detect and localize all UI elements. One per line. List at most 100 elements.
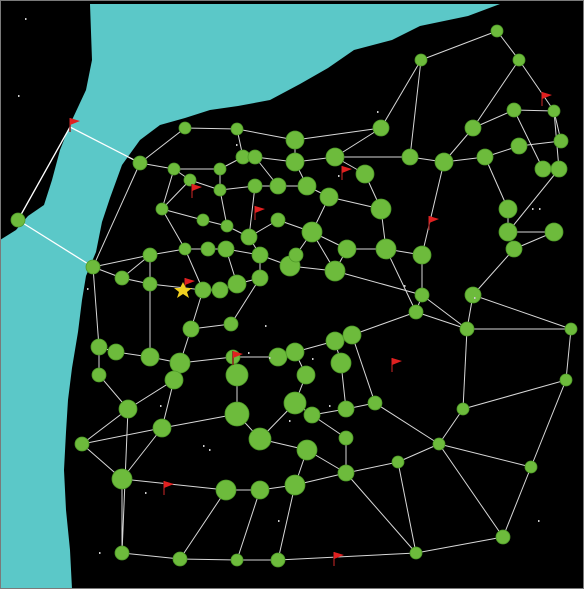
circle-node-icon[interactable] <box>547 104 561 118</box>
circle-node-icon[interactable] <box>227 274 247 294</box>
circle-node-icon[interactable] <box>391 455 405 469</box>
circle-node-icon[interactable] <box>505 240 523 258</box>
circle-node-icon[interactable] <box>247 178 263 194</box>
circle-node-icon[interactable] <box>476 148 494 166</box>
flag-icon[interactable] <box>391 358 402 372</box>
circle-node-icon[interactable] <box>182 320 200 338</box>
circle-node-icon[interactable] <box>498 222 518 242</box>
circle-node-icon[interactable] <box>91 367 107 383</box>
circle-node-icon[interactable] <box>564 322 578 336</box>
circle-node-icon[interactable] <box>164 370 184 390</box>
circle-node-icon[interactable] <box>118 399 138 419</box>
circle-node-icon[interactable] <box>251 269 269 287</box>
circle-node-icon[interactable] <box>111 468 133 490</box>
circle-node-icon[interactable] <box>248 427 272 451</box>
circle-node-icon[interactable] <box>183 173 197 187</box>
circle-node-icon[interactable] <box>375 238 397 260</box>
node-layer[interactable] <box>10 24 578 568</box>
circle-node-icon[interactable] <box>414 53 428 67</box>
circle-node-icon[interactable] <box>498 199 518 219</box>
circle-node-icon[interactable] <box>337 239 357 259</box>
flag-icon[interactable] <box>191 184 202 198</box>
circle-node-icon[interactable] <box>285 130 305 150</box>
circle-node-icon[interactable] <box>342 325 362 345</box>
circle-node-icon[interactable] <box>213 162 227 176</box>
circle-node-icon[interactable] <box>464 119 482 137</box>
circle-node-icon[interactable] <box>142 247 158 263</box>
flag-layer[interactable] <box>69 92 552 566</box>
flag-icon[interactable] <box>341 166 352 180</box>
circle-node-icon[interactable] <box>512 53 526 67</box>
circle-node-icon[interactable] <box>544 222 564 242</box>
circle-node-icon[interactable] <box>230 122 244 136</box>
circle-node-icon[interactable] <box>142 276 158 292</box>
circle-node-icon[interactable] <box>178 121 192 135</box>
circle-node-icon[interactable] <box>200 241 216 257</box>
circle-node-icon[interactable] <box>337 400 355 418</box>
circle-node-icon[interactable] <box>230 553 244 567</box>
circle-node-icon[interactable] <box>534 160 552 178</box>
circle-node-icon[interactable] <box>553 133 569 149</box>
circle-node-icon[interactable] <box>409 546 423 560</box>
circle-node-icon[interactable] <box>90 338 108 356</box>
circle-node-icon[interactable] <box>401 148 419 166</box>
circle-node-icon[interactable] <box>172 551 188 567</box>
circle-node-icon[interactable] <box>167 162 181 176</box>
circle-node-icon[interactable] <box>10 212 26 228</box>
circle-node-icon[interactable] <box>251 246 269 264</box>
circle-node-icon[interactable] <box>372 119 390 137</box>
flag-icon[interactable] <box>541 92 552 106</box>
circle-node-icon[interactable] <box>107 343 125 361</box>
circle-node-icon[interactable] <box>114 545 130 561</box>
circle-node-icon[interactable] <box>240 228 258 246</box>
circle-node-icon[interactable] <box>132 155 148 171</box>
circle-node-icon[interactable] <box>196 213 210 227</box>
circle-node-icon[interactable] <box>296 439 318 461</box>
star-flag-icon[interactable] <box>174 282 192 298</box>
circle-node-icon[interactable] <box>408 304 424 320</box>
circle-node-icon[interactable] <box>412 245 432 265</box>
flag-icon[interactable] <box>69 118 80 132</box>
circle-node-icon[interactable] <box>559 373 573 387</box>
flag-icon[interactable] <box>163 481 174 495</box>
circle-node-icon[interactable] <box>506 102 522 118</box>
circle-node-icon[interactable] <box>297 176 317 196</box>
circle-node-icon[interactable] <box>510 137 528 155</box>
circle-node-icon[interactable] <box>220 219 234 233</box>
circle-node-icon[interactable] <box>464 286 482 304</box>
circle-node-icon[interactable] <box>85 259 101 275</box>
circle-node-icon[interactable] <box>296 365 316 385</box>
circle-node-icon[interactable] <box>524 460 538 474</box>
circle-node-icon[interactable] <box>114 270 130 286</box>
circle-node-icon[interactable] <box>367 395 383 411</box>
circle-node-icon[interactable] <box>414 287 430 303</box>
circle-node-icon[interactable] <box>490 24 504 38</box>
circle-node-icon[interactable] <box>330 352 352 374</box>
circle-node-icon[interactable] <box>319 187 339 207</box>
circle-node-icon[interactable] <box>169 352 191 374</box>
circle-node-icon[interactable] <box>247 149 263 165</box>
circle-node-icon[interactable] <box>370 198 392 220</box>
circle-node-icon[interactable] <box>223 316 239 332</box>
flag-icon[interactable] <box>333 552 344 566</box>
circle-node-icon[interactable] <box>74 436 90 452</box>
circle-node-icon[interactable] <box>178 242 192 256</box>
circle-node-icon[interactable] <box>284 474 306 496</box>
circle-node-icon[interactable] <box>288 247 304 263</box>
circle-node-icon[interactable] <box>194 281 212 299</box>
circle-node-icon[interactable] <box>337 464 355 482</box>
circle-node-icon[interactable] <box>155 202 169 216</box>
circle-node-icon[interactable] <box>217 240 235 258</box>
circle-node-icon[interactable] <box>459 321 475 337</box>
flag-icon[interactable] <box>254 206 265 220</box>
circle-node-icon[interactable] <box>211 281 229 299</box>
circle-node-icon[interactable] <box>303 406 321 424</box>
circle-node-icon[interactable] <box>213 183 227 197</box>
circle-node-icon[interactable] <box>224 401 250 427</box>
circle-node-icon[interactable] <box>140 347 160 367</box>
circle-node-icon[interactable] <box>269 177 287 195</box>
circle-node-icon[interactable] <box>285 152 305 172</box>
circle-node-icon[interactable] <box>456 402 470 416</box>
